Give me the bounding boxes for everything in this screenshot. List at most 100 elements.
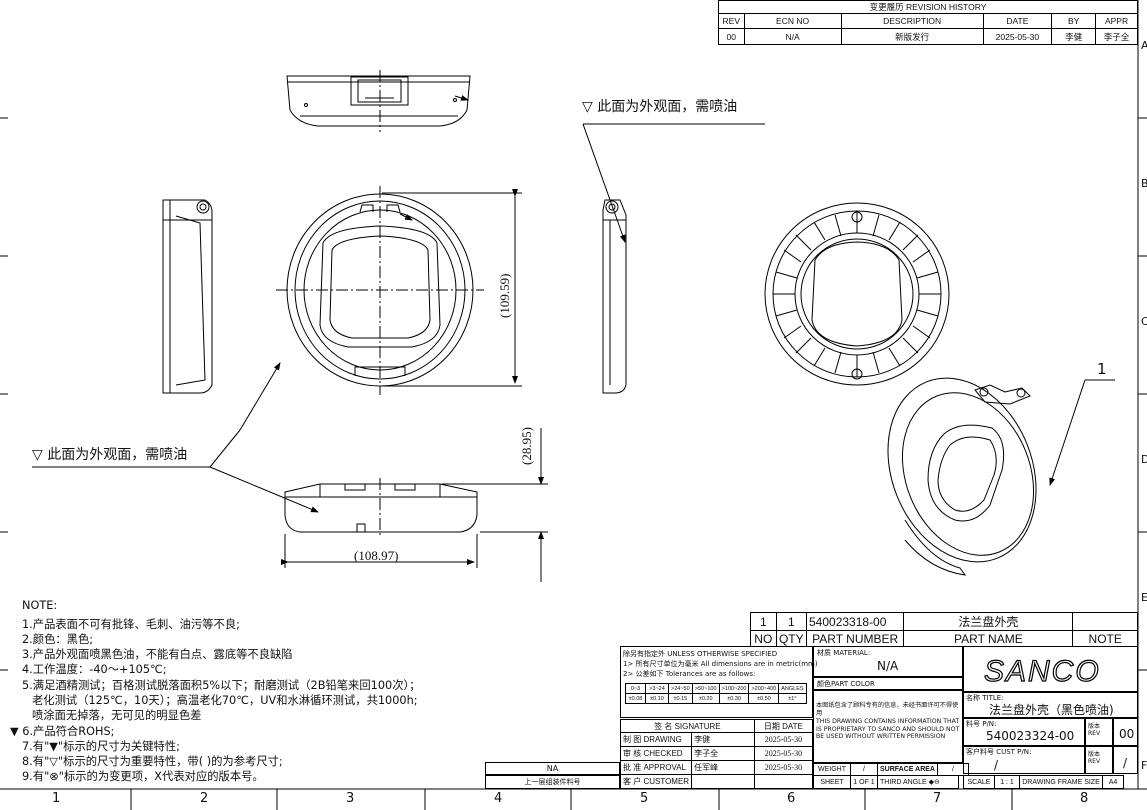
sheet-label: SHEET — [813, 775, 851, 789]
sig-name — [691, 774, 755, 789]
cust-pn-label: 客户料号 CUST P/N: — [966, 748, 1032, 756]
weight-row: WEIGHT / SURFACE AREA / — [813, 763, 969, 776]
revision-table: 变更履历 REVISION HISTORY REV ECN NO DESCRIP… — [718, 0, 1138, 45]
bom-name-header: PART NAME — [903, 630, 1074, 647]
bom-part-number: 540023318-00 — [805, 612, 905, 631]
scale-label: SCALE — [963, 775, 995, 789]
weight-value: / — [850, 763, 878, 776]
tol-value: ±0.50 — [748, 693, 780, 704]
tolerance-table: 0~3 >3~24 >24~50 >50~100 >100~200 >200~4… — [625, 683, 807, 704]
note-line: 3.产品外观面喷黑色油，不能有白点、露底等不良缺陷 — [22, 648, 293, 661]
material-box: 材质 MATERIAL: N/A — [813, 646, 963, 677]
cust-pn: / — [994, 758, 999, 772]
appr-header: APPR — [1095, 13, 1138, 29]
tolerance-line: 1> 所有尺寸单位为毫米 All dimensions are in metri… — [623, 660, 818, 668]
note-line: 4.工作温度：-40～+105℃; — [22, 663, 167, 676]
side-elevation-view — [281, 428, 548, 582]
rev-label: 版本 REV — [1088, 751, 1101, 765]
sig-role: 批 准 APPROVAL — [619, 760, 693, 775]
rev-value-box: 00 — [1113, 718, 1138, 746]
tol-value: ±0.20 — [691, 693, 720, 704]
note-line: 1.产品表面不可有批锋、毛刺、油污等不良; — [22, 618, 240, 631]
triangle-icon: ▽ — [582, 99, 598, 115]
pn-label: 料号 P/N: — [966, 720, 997, 728]
revision-title: 变更履历 REVISION HISTORY — [718, 0, 1138, 14]
tol-value: ±0.10 — [645, 693, 669, 704]
zone-label-right: E — [1141, 591, 1147, 604]
tolerance-line: 除另有指定外 UNLESS OTHERWISE SPECIFIED — [623, 650, 778, 658]
bom-note-header: NOTE — [1072, 630, 1138, 647]
triangle-icon: ▽ — [32, 447, 48, 463]
cust-rev: / — [1123, 756, 1128, 770]
tol-range: >24~50 — [668, 683, 693, 694]
rev-cell: 00 — [718, 28, 745, 45]
dim-thickness: (28.95) — [519, 427, 534, 465]
tol-range: >100~200 — [718, 683, 750, 694]
scale-value: 1 : 1 — [994, 775, 1020, 789]
right-side-view — [602, 199, 627, 394]
proprietary-en: THIS DRAWING CONTAINS INFORMATION THAT I… — [816, 718, 960, 740]
sig-role: 审 核 CHECKED — [619, 746, 693, 761]
projection-cell: THIRD ANGLE ◆⊖ — [877, 775, 959, 789]
surface-value: / — [936, 763, 969, 776]
sig-header: 签 名 SIGNATURE — [620, 719, 755, 733]
note-line: ▼ 6.产品符合ROHS; — [10, 725, 115, 738]
zone-label-right: F — [1141, 759, 1147, 772]
date-header: 日期 DATE — [753, 719, 814, 733]
projection-label: THIRD ANGLE — [880, 779, 927, 786]
frame-label: DRAWING FRAME SIZE — [1019, 775, 1103, 789]
top-view — [286, 70, 471, 132]
bom-pn-header: PART NUMBER — [805, 630, 905, 647]
note-line: 老化测试（125℃，10天）；高温老化70℃，UV和水淋循环测试，共1000h; — [32, 694, 418, 707]
note-line: 喷涂面无掉落，无可见的明显色差 — [32, 709, 202, 722]
tol-range: ANGLES — [778, 683, 807, 694]
tol-range: >3~24 — [645, 683, 669, 694]
title-label: 名称 TITLE: — [966, 694, 1004, 702]
proprietary-cn: 本图纸包含了顾科专有的信息，未经书面许可不得使用 — [816, 702, 959, 717]
upper-assy-value: NA — [485, 762, 620, 775]
note-line: 5.满足酒精测试；百格测试脱落面积5%以下；耐磨测试（2B铅笔来回100次）； — [22, 679, 421, 692]
frame-value: A4 — [1102, 775, 1124, 789]
color-box: 颜色PART COLOR — [813, 677, 963, 690]
cust-rev-box: / — [1113, 746, 1138, 774]
sheet-value: 1 OF 1 — [850, 775, 878, 789]
bom-qty: 1 — [775, 612, 808, 631]
tol-value: ±0.15 — [668, 693, 693, 704]
bom-part-name: 法兰盘外壳 — [903, 612, 1074, 631]
date-header: DATE — [982, 13, 1053, 29]
tol-range: >200~400 — [748, 683, 780, 694]
ecn-cell: N/A — [743, 28, 842, 45]
by-header: BY — [1051, 13, 1097, 29]
rear-view — [764, 202, 950, 386]
proprietary-box: 本图纸包含了顾科专有的信息，未经书面许可不得使用 THIS DRAWING CO… — [813, 690, 963, 763]
tol-range: 0~3 — [625, 683, 646, 694]
zone-label: 3 — [346, 791, 355, 806]
tol-value: ±1° — [778, 693, 807, 704]
rev-header: REV — [718, 13, 745, 29]
note-line: 2.颜色：黑色; — [22, 633, 94, 646]
zone-label: 7 — [933, 791, 942, 806]
tol-range: >50~100 — [691, 683, 720, 694]
sig-role: 客 户 CUSTOMER — [619, 774, 693, 789]
note-line: 8.有"▽"标示的尺寸为重要特性，带( )的为参考尺寸; — [22, 755, 283, 768]
zone-label: 8 — [1080, 791, 1089, 806]
third-angle-symbol-icon: ◆⊖ — [928, 779, 940, 786]
note-line: 7.有"▼"标示的尺寸为关键特性; — [22, 740, 180, 753]
left-side-view — [162, 199, 213, 394]
note-line: 9.有"⊗"标示的为变更项，X代表对应的版本号。 — [22, 770, 264, 783]
zone-label-right: D — [1141, 453, 1147, 466]
sig-name: 李健 — [691, 732, 755, 747]
isometric-view — [887, 377, 1037, 576]
rev-label: 版本 REV — [1088, 723, 1101, 737]
company-logo: SANCO — [983, 655, 1101, 688]
material-label: 材质 MATERIAL: — [817, 649, 871, 657]
color-label: 颜色PART COLOR — [817, 680, 875, 688]
cust-pn-box: 客户料号 CUST P/N: / — [963, 746, 1085, 774]
zone-label: 2 — [200, 791, 209, 806]
bom-qty-header: QTY — [775, 630, 808, 647]
bom-table: 1 1 540023318-00 法兰盘外壳 NO QTY PART NUMBE… — [750, 612, 1138, 647]
tol-value: ±0.08 — [625, 693, 646, 704]
zone-label: 6 — [787, 791, 796, 806]
signature-table: 签 名 SIGNATURE 日期 DATE 制 图 DRAWING 李健 202… — [619, 719, 814, 789]
appr-cell: 李子全 — [1095, 28, 1138, 45]
